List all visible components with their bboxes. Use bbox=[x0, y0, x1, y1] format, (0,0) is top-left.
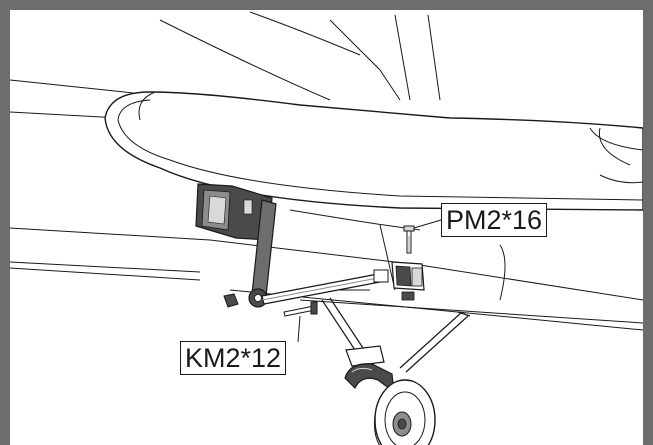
linkage-clevis bbox=[373, 261, 425, 301]
wing bbox=[104, 91, 644, 231]
wheel bbox=[374, 379, 436, 445]
servo-bracket bbox=[195, 183, 273, 241]
callout-leaders bbox=[297, 219, 442, 343]
km2-12-screw bbox=[283, 301, 318, 317]
lock-nut bbox=[223, 293, 239, 308]
pm2-16-callout: PM2*16 bbox=[441, 203, 548, 237]
pushrod bbox=[261, 273, 381, 305]
fuselage-panel bbox=[379, 224, 506, 301]
gear-strut bbox=[321, 297, 471, 373]
pm2-16-screw bbox=[403, 225, 415, 254]
km2-12-callout: KM2*12 bbox=[180, 341, 287, 375]
